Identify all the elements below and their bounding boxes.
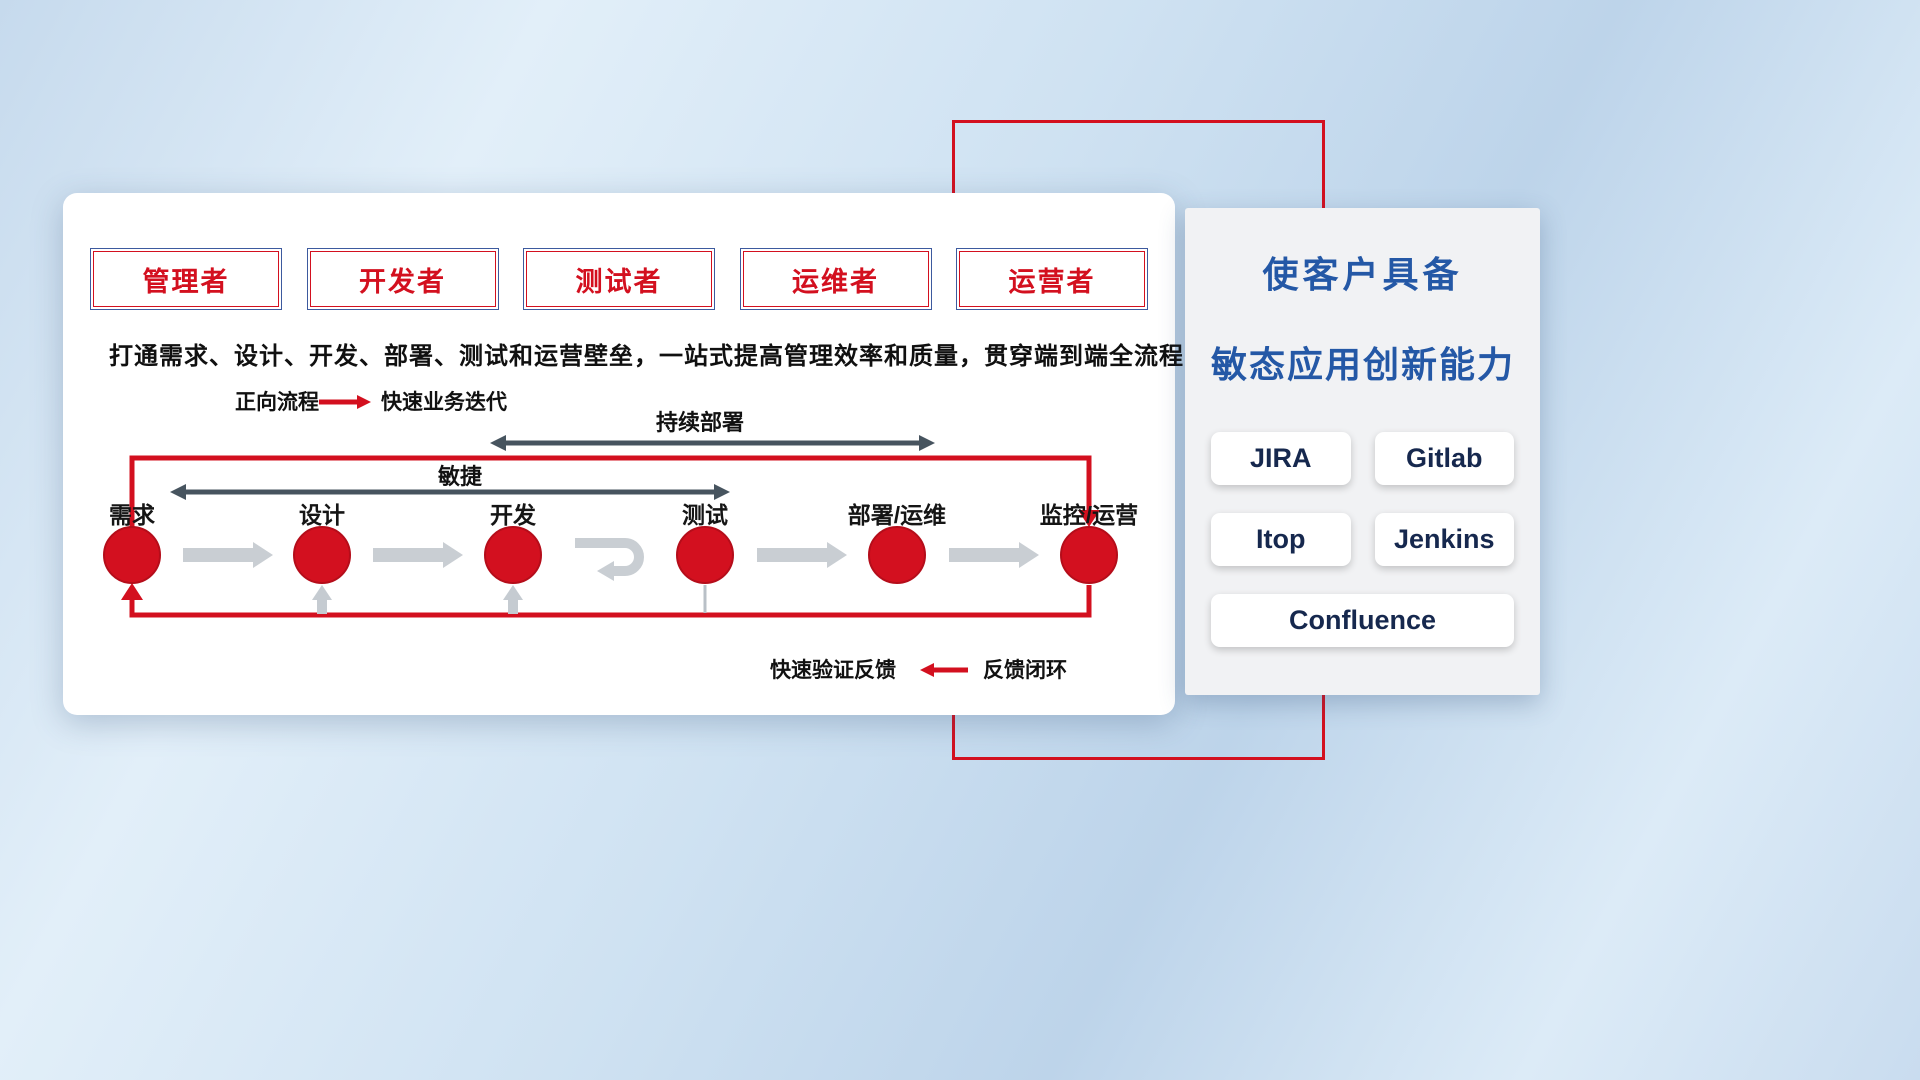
tool-jira: JIRA — [1211, 432, 1351, 485]
capability-panel: 使客户具备 敏态应用创新能力 JIRA Gitlab Itop Jenkins … — [1185, 208, 1540, 695]
step-circle-test — [676, 526, 734, 584]
step-arrow-icon — [373, 542, 463, 568]
panel-title-line2: 敏态应用创新能力 — [1211, 344, 1516, 385]
step-circle-monitor-operate — [1060, 526, 1118, 584]
step-label-test: 测试 — [682, 502, 728, 528]
step-arrow-icon — [949, 542, 1039, 568]
devops-flow-card: 管理者 开发者 测试者 运维者 运营者 打通需求、设计、开发、部署、测试和运营壁… — [63, 193, 1184, 715]
role-label: 运维者 — [792, 266, 879, 297]
card-subtitle: 打通需求、设计、开发、部署、测试和运营壁垒，一站式提高管理效率和质量，贯穿端到端… — [109, 343, 1184, 370]
agile-arrow-icon — [170, 484, 730, 500]
tool-jenkins: Jenkins — [1374, 513, 1514, 566]
tool-gitlab: Gitlab — [1374, 432, 1514, 485]
role-label: 测试者 — [575, 266, 663, 297]
agile-label: 敏捷 — [437, 464, 483, 489]
continuous-deploy-arrow-icon — [490, 435, 935, 451]
role-box-tester: 测试者 — [523, 248, 715, 310]
legend-forward-desc: 快速业务迭代 — [381, 390, 507, 414]
role-label: 运营者 — [1008, 266, 1096, 297]
flow-diagram: 正向流程 快速业务迭代 持续部署 敏捷 — [103, 390, 1138, 682]
role-box-developer: 开发者 — [306, 248, 499, 310]
step-arrow-icon — [757, 542, 847, 568]
role-box-row: 管理者 开发者 测试者 运维者 运营者 — [90, 248, 1148, 310]
step-label-monitor-operate: 监控/运营 — [1040, 502, 1138, 528]
legend-feedback-arrow-icon — [920, 663, 968, 677]
tool-list: JIRA Gitlab Itop Jenkins Confluence — [1211, 432, 1514, 647]
step-label-deploy-ops: 部署/运维 — [848, 502, 946, 528]
step-circle-deploy-ops — [868, 526, 926, 584]
panel-title-line1: 使客户具备 — [1262, 254, 1463, 295]
step-arrow-icon — [183, 542, 273, 568]
role-box-operator: 运营者 — [956, 248, 1148, 310]
forward-flow-line — [129, 455, 1100, 529]
step-label-requirements: 需求 — [109, 502, 155, 528]
tool-confluence: Confluence — [1211, 594, 1514, 647]
role-label: 开发者 — [359, 266, 446, 297]
step-circle-design — [293, 526, 351, 584]
step-circle-requirements — [103, 526, 161, 584]
legend-forward-arrow-icon — [319, 395, 371, 409]
feedback-flow-line — [121, 583, 1092, 618]
role-label: 管理者 — [142, 266, 230, 297]
feedback-up-arrow-design — [312, 585, 332, 614]
tool-itop: Itop — [1211, 513, 1351, 566]
step-circle-develop — [484, 526, 542, 584]
role-box-ops: 运维者 — [739, 248, 932, 310]
legend-forward-label: 正向流程 — [235, 390, 319, 414]
panel-title: 使客户具备 敏态应用创新能力 — [1211, 246, 1514, 388]
feedback-up-arrow-develop — [503, 585, 523, 614]
legend-feedback-desc: 快速验证反馈 — [770, 658, 896, 682]
continuous-deploy-label: 持续部署 — [656, 410, 744, 435]
step-label-develop: 开发 — [490, 502, 536, 528]
iteration-loop-arrow-icon — [575, 538, 644, 581]
role-box-manager: 管理者 — [90, 248, 282, 310]
step-label-design: 设计 — [299, 502, 345, 528]
legend-feedback-label: 反馈闭环 — [983, 658, 1067, 682]
